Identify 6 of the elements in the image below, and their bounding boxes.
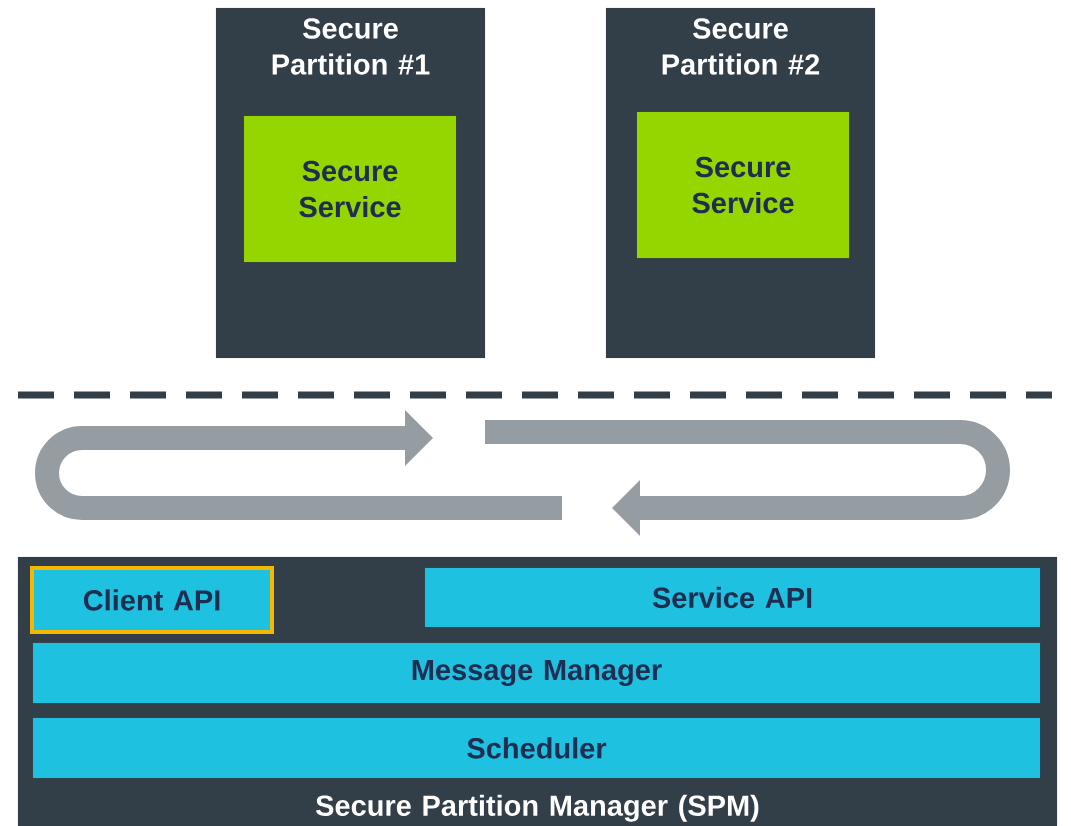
layer-box: Scheduler bbox=[32, 717, 1041, 779]
api-box: Client API bbox=[30, 566, 274, 634]
layer-box: Service API bbox=[424, 567, 1041, 628]
service-box: Secure Service bbox=[636, 111, 850, 259]
layer-box: Message Manager bbox=[32, 642, 1041, 704]
service-box: Secure Service bbox=[243, 115, 457, 263]
